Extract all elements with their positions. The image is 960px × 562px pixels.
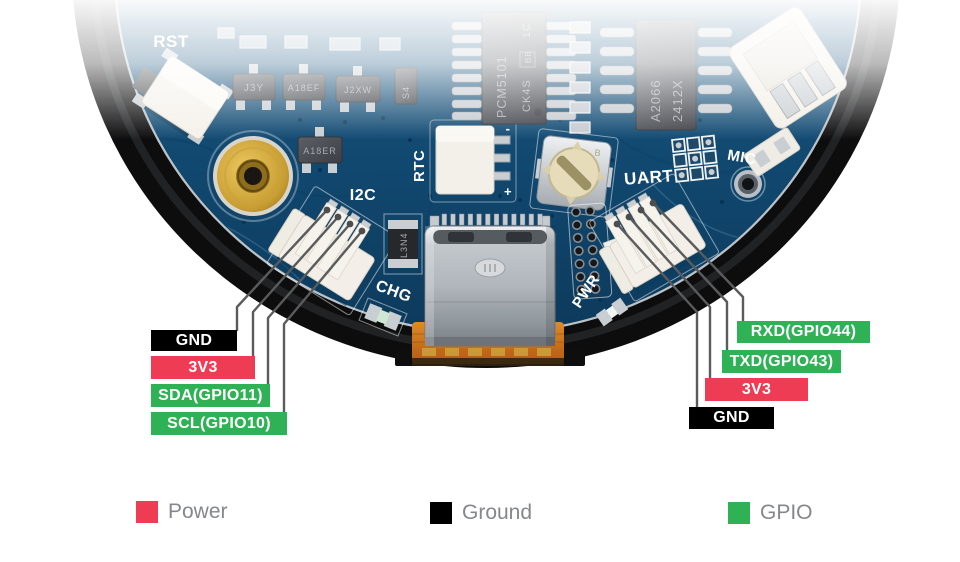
pin-label-right-txd: TXD(GPIO43) [722, 350, 841, 373]
pin-label-text: GND [713, 409, 750, 426]
leader-lines [235, 202, 745, 413]
usb-c-port [424, 213, 556, 347]
leader-right-rxd [652, 202, 745, 322]
pwr-led [595, 297, 629, 327]
legend-item-gpio: GPIO [728, 502, 813, 524]
photo-fade [0, 0, 960, 140]
gpio-swatch [728, 502, 750, 524]
legend-item-ground: Ground [430, 502, 532, 524]
pin-label-text: 3V3 [188, 358, 218, 376]
pin-label-left-scl: SCL(GPIO10) [151, 412, 287, 435]
gold-ring [207, 130, 299, 222]
pin-label-right-3v3: 3V3 [705, 378, 808, 401]
q4-marking: A18ER [303, 146, 337, 156]
pin-label-left-3v3: 3V3 [151, 356, 255, 379]
pin-label-text: RXD(GPIO44) [750, 323, 857, 340]
speaker-aux-part [743, 127, 801, 177]
legend-label: Power [168, 500, 228, 523]
uart-connector [589, 173, 719, 302]
legend-item-power: Power [136, 501, 228, 523]
pin-label-right-gnd: GND [689, 407, 774, 429]
pad-grid [671, 134, 720, 183]
pin-label-text: GND [175, 331, 213, 349]
leader-left-3v3 [251, 216, 339, 357]
pin-header [567, 202, 613, 300]
chg-led [358, 297, 408, 337]
rtc-plus-mark: + [504, 184, 512, 199]
leader-right-txd [640, 209, 729, 351]
silkscreen-mic: MIC [726, 147, 758, 169]
pin-label-text: SCL(GPIO10) [167, 414, 271, 432]
silkscreen-rtc: RTC [411, 150, 428, 182]
leader-right-3v3 [628, 216, 712, 379]
trimmer-marking: B [594, 147, 601, 158]
leader-pin-dots [323, 199, 657, 235]
leader-left-gnd [235, 209, 328, 331]
leader-right-gnd [616, 223, 699, 408]
diode: L3N4 [383, 213, 423, 275]
pin-label-text: SDA(GPIO11) [158, 386, 263, 404]
pin-label-text: TXD(GPIO43) [729, 352, 834, 370]
microphone [730, 166, 766, 202]
ground-swatch [430, 502, 452, 524]
silkscreen-i2c: I2C [350, 187, 376, 204]
pin-label-left-sda: SDA(GPIO11) [151, 384, 270, 407]
pin-label-text: 3V3 [741, 380, 772, 398]
silkscreen-uart: UART [623, 166, 674, 188]
legend-label: GPIO [760, 501, 813, 524]
pin-label-right-rxd: RXD(GPIO44) [737, 321, 870, 343]
pin-label-left-gnd: GND [151, 330, 237, 351]
leader-left-sda [266, 223, 351, 385]
transistor-q4: A18ER [297, 127, 343, 173]
diode-marking: L3N4 [399, 232, 409, 258]
leader-left-scl [282, 230, 363, 413]
power-swatch [136, 501, 158, 523]
legend-label: Ground [462, 501, 533, 524]
